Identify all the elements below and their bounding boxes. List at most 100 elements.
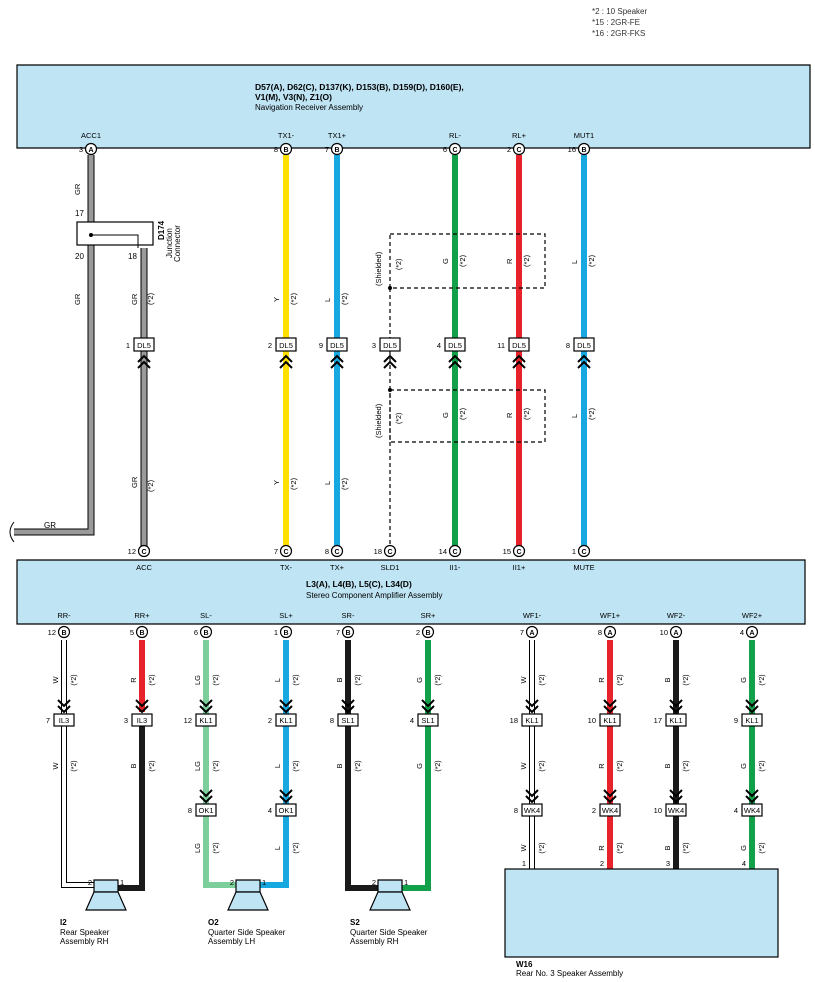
w16-pin-2: 3: [666, 859, 670, 868]
lower-conn2-9-label: WK4: [744, 806, 760, 815]
wire-label-g-note: (*2): [458, 254, 467, 267]
lower-conn2-9-box: [741, 803, 763, 817]
wire-label-g-low-note: (*2): [458, 407, 467, 420]
nav-terminal-3-circle: [448, 142, 462, 156]
wire-label-l-tx: L: [323, 298, 332, 302]
speaker-code-0: I2: [60, 918, 67, 927]
amp-top-terminal-1-pin: 7: [274, 547, 278, 556]
nav-terminal-0-conn: A: [88, 147, 93, 154]
dl5-chevron-5-a: [512, 354, 526, 363]
lower-chevron-7-a: [603, 699, 617, 708]
amp-bottom-terminal-9-pin: 4: [740, 628, 744, 637]
upper-wire-labels: GR GR GR (*2) Y (*2) L (*2) G (*2) R (*2…: [73, 183, 596, 492]
lower-note-mid-0: (*2): [71, 760, 78, 771]
wire-label-g: G: [441, 258, 450, 264]
lower-chevron2-6-b: [525, 795, 539, 804]
note-2gr-fe: *15 : 2GR-FE: [592, 18, 641, 27]
lower-conn2-2-label: OK1: [198, 806, 213, 815]
lower-conn1-4-label: SL1: [341, 716, 354, 725]
amp-top-terminal-1-label: TX-: [280, 563, 293, 572]
lower-note-upper-6: (*2): [539, 674, 546, 685]
speaker-name2-2: Assembly RH: [350, 937, 399, 946]
lower-conn2-9-pin: 4: [734, 806, 738, 815]
lower-chevron-5-b: [421, 705, 435, 714]
amp-top-terminal-3-conn: C: [387, 549, 392, 556]
dl5-pin-4: 4: [437, 341, 441, 350]
dl5-chevron-3-b: [383, 360, 397, 369]
lower-chevron2-6-a: [525, 789, 539, 798]
amplifier-name: Stereo Component Amplifier Assembly: [306, 591, 443, 600]
amp-bottom-terminal-6-pin: 7: [520, 628, 524, 637]
dl5-pin-3: 3: [372, 341, 376, 350]
nav-terminal-4-label: RL+: [512, 131, 527, 140]
wire-label-gr-side: GR: [73, 183, 82, 195]
lower-conn2-7-label: WK4: [602, 806, 618, 815]
dl5-box-2: [326, 337, 348, 352]
amp-top-terminal-4-circle: [448, 544, 462, 558]
lower-chevron-4-a: [341, 699, 355, 708]
wire-label-r-low-note: (*2): [522, 407, 531, 420]
wire-label-r: R: [505, 258, 514, 264]
dl5-name-0: DL5: [137, 341, 151, 350]
lower-conn2-3-pin: 4: [268, 806, 272, 815]
amp-bottom-terminal-3-pin: 1: [274, 628, 278, 637]
lower-chevron-1-b: [135, 705, 149, 714]
lower-code-mid-6: W: [519, 762, 528, 770]
lower-code-low-3: L: [273, 846, 282, 850]
amp-bottom-terminal-1-label: RR+: [134, 611, 150, 620]
wire-label-y-note: (*2): [289, 292, 298, 305]
amp-top-terminal-3-circle: [383, 544, 397, 558]
nav-terminal-2-circle: [330, 142, 344, 156]
amp-bottom-terminal-0-label: RR-: [57, 611, 71, 620]
amp-bottom-terminal-5-circle: [421, 625, 435, 639]
amp-bottom-terminal-4-pin: 7: [336, 628, 340, 637]
dl5-box-0: [133, 337, 155, 352]
nav-terminal-3-conn: C: [452, 147, 457, 154]
lower-chevron2-2-b: [199, 795, 213, 804]
lower-conn1-8-pin: 17: [654, 716, 662, 725]
nav-terminal-5-conn: B: [581, 147, 586, 154]
dl5-name-3: DL5: [383, 341, 397, 350]
note-10-speaker: *2 : 10 Speaker: [592, 7, 648, 16]
junction-connector: [76, 221, 154, 246]
lower-note-low-7: (*2): [617, 842, 624, 853]
lower-chevron2-2-a: [199, 789, 213, 798]
speaker-pin2-1: 2: [230, 878, 234, 887]
dl5-chevron-6-b: [577, 360, 591, 369]
amp-top-terminal-5-circle: [512, 544, 526, 558]
wire-label-gr-acc: GR: [130, 293, 139, 305]
dl5-chevron-0-b: [137, 360, 151, 369]
speaker-name2-0: Assembly RH: [60, 937, 109, 946]
junction-pin-18: 18: [128, 252, 137, 261]
speaker-pin1-1: 1: [262, 878, 266, 887]
lower-code-low-2: LG: [193, 843, 202, 853]
speaker-pin1-2: 1: [404, 878, 408, 887]
lower-conn1-2-box: [195, 713, 217, 727]
lower-note-upper-9: (*2): [759, 674, 766, 685]
amp-bottom-terminal-0-conn: B: [61, 630, 66, 637]
amp-top-terminal-0-conn: C: [141, 549, 146, 556]
wire-label-gr-acc-low: GR: [130, 476, 139, 488]
shield-box-lower: [389, 389, 546, 443]
lower-conn1-7-label: KL1: [603, 716, 616, 725]
amp-top-terminal-2-label: TX+: [330, 563, 345, 572]
lower-chevron-1-a: [135, 699, 149, 708]
lower-conn1-9-box: [741, 713, 763, 727]
lower-chevron2-9-a: [745, 789, 759, 798]
lower-code-upper-8: B: [663, 677, 672, 682]
nav-terminal-1-label: TX1-: [278, 131, 295, 140]
dl5-chevron-1-b: [279, 360, 293, 369]
wire-rr-minus-outline: [61, 640, 96, 888]
navigation-receiver-bar: [16, 64, 811, 149]
dl5-chevron-4-a: [448, 354, 462, 363]
lower-conn1-2-label: KL1: [199, 716, 212, 725]
lower-conn1-9-label: KL1: [745, 716, 758, 725]
nav-terminal-2-conn: B: [334, 147, 339, 154]
lower-note-low-6: (*2): [539, 842, 546, 853]
amp-top-terminal-2-circle: [330, 544, 344, 558]
lower-code-low-6: W: [519, 844, 528, 852]
lower-conn1-5-label: SL1: [421, 716, 434, 725]
dl5-chevron-0-a: [137, 354, 151, 363]
lower-conn1-5-box: [417, 713, 439, 727]
